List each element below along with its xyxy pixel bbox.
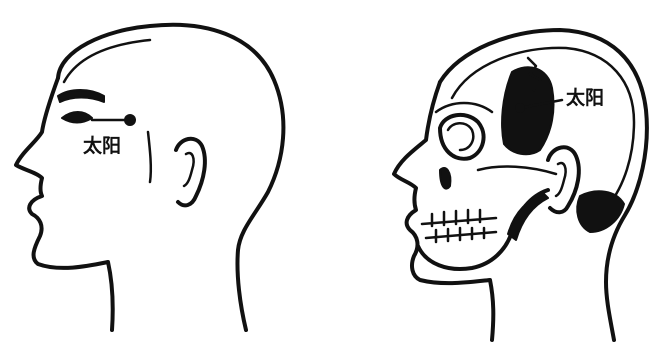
skull-nasal-cavity (440, 168, 450, 189)
right-head-skull: 太阳 (394, 30, 647, 340)
left-hairline (64, 40, 150, 82)
right-ear-inner (556, 163, 566, 196)
skull-brow-ridge (436, 103, 492, 112)
left-point-label: 太阳 (83, 134, 121, 157)
skull-temporal-fossa (502, 67, 553, 154)
skull-orbit-inner (448, 123, 473, 150)
left-taiyang-point (124, 114, 136, 126)
skull-zygomatic-arch (478, 167, 556, 174)
left-ear-inner (184, 153, 194, 186)
left-eyebrow (58, 90, 104, 102)
skull-upper-teeth (422, 210, 496, 226)
left-eye (62, 112, 92, 123)
skull-lower-teeth (426, 228, 496, 242)
left-head-profile: 太阳 (16, 25, 283, 330)
left-cheek-line (148, 132, 151, 182)
right-taiyang-point (515, 103, 525, 113)
right-point-label: 太阳 (566, 86, 604, 109)
skull-orbit (440, 115, 484, 159)
left-head-outline (58, 25, 283, 330)
